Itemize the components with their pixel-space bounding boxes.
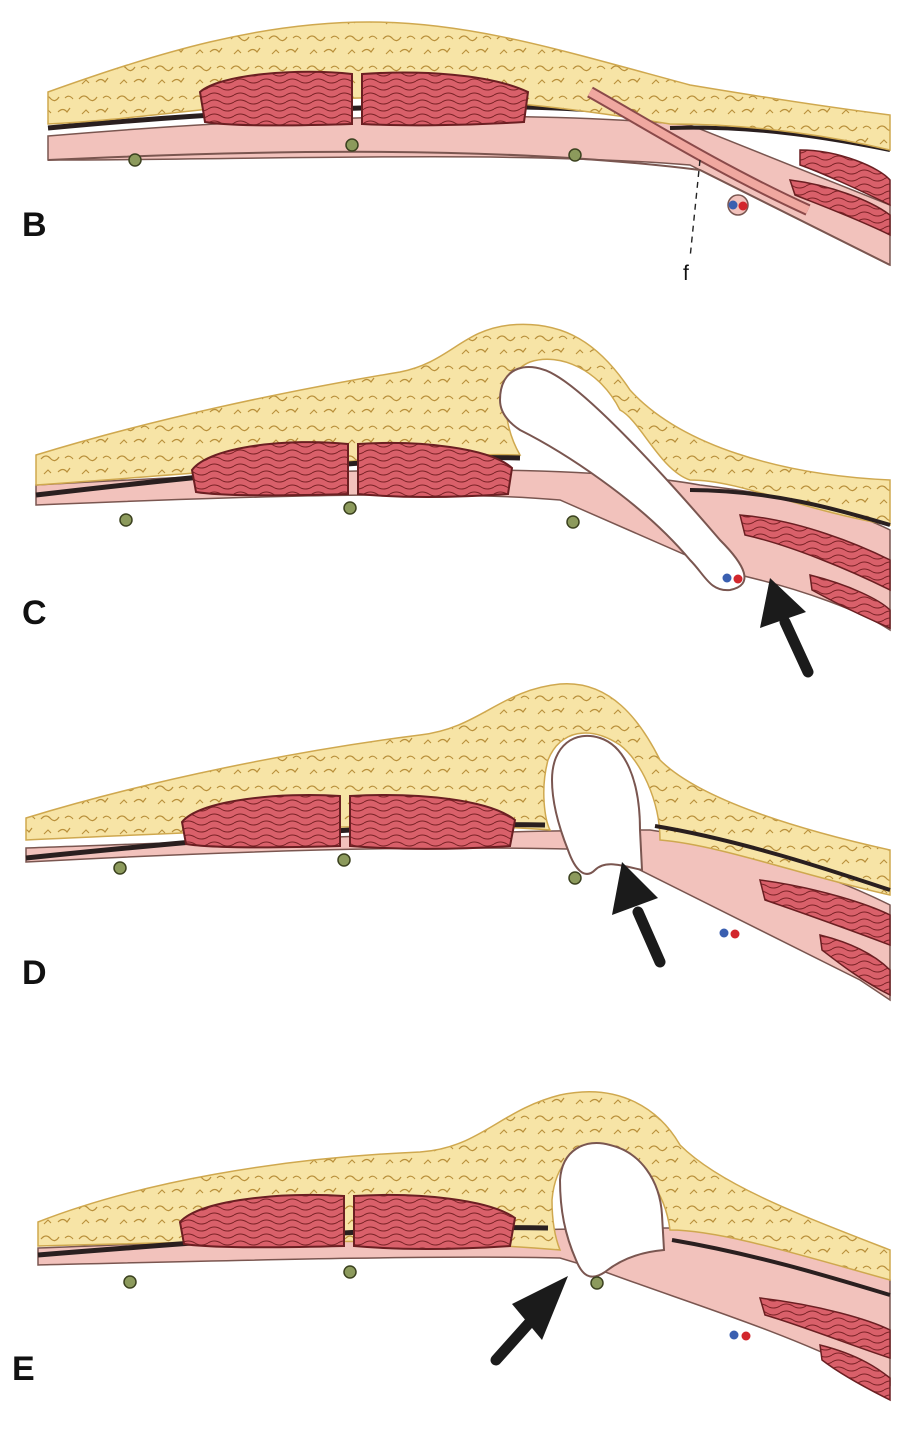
- femoral-vessels: [730, 1331, 751, 1341]
- annotation-f: f: [683, 263, 689, 284]
- femoral-artery: [739, 202, 748, 211]
- vessel-node: [569, 872, 581, 884]
- femoral-vessels: [720, 929, 740, 939]
- hernia-sac: [552, 736, 642, 874]
- vessel-node: [129, 154, 141, 166]
- femoral-artery: [734, 575, 743, 584]
- panel-d: [26, 684, 890, 1000]
- panel-e: [38, 1092, 890, 1400]
- panel-b: [48, 22, 890, 265]
- femoral-artery: [742, 1332, 751, 1341]
- vessel-node: [591, 1277, 603, 1289]
- panel-c: [36, 324, 890, 672]
- vessel-node: [114, 862, 126, 874]
- femoral-vein: [729, 201, 738, 210]
- vessel-node: [124, 1276, 136, 1288]
- vessel-node: [344, 502, 356, 514]
- femoral-vein: [720, 929, 729, 938]
- panel-label-c: C: [22, 596, 47, 630]
- femoral-vessels: [728, 195, 748, 215]
- vessel-node: [567, 516, 579, 528]
- vessel-node: [120, 514, 132, 526]
- vessel-node: [346, 139, 358, 151]
- femoral-artery: [731, 930, 740, 939]
- vessel-node: [569, 149, 581, 161]
- femoral-vein: [730, 1331, 739, 1340]
- panel-label-d: D: [22, 956, 47, 990]
- panel-label-e: E: [12, 1352, 35, 1386]
- direction-arrow: [496, 1276, 568, 1360]
- femoral-vein: [723, 574, 732, 583]
- panel-label-b: B: [22, 208, 47, 242]
- leader-line-f: [690, 160, 700, 258]
- vessel-node: [344, 1266, 356, 1278]
- vessel-node: [338, 854, 350, 866]
